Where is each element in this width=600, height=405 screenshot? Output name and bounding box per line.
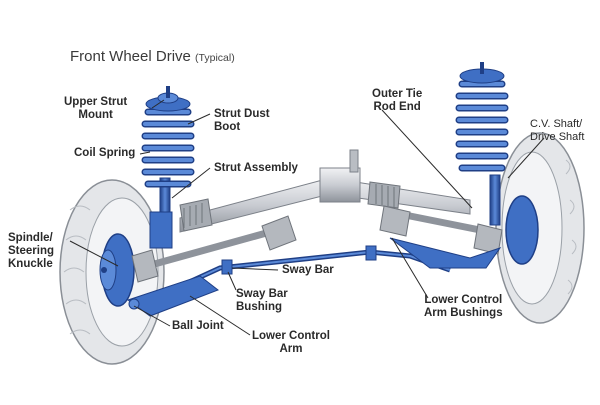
label-line: Coil Spring [74,147,136,159]
cv-shafts [131,205,503,283]
left-coil-spring [141,108,195,188]
subtitle-text: (Typical) [195,52,235,64]
label-strut-dust-boot: Strut Dust Boot [214,108,270,134]
label-ball-joint: Ball Joint [172,320,224,333]
label-line: Boot [214,121,241,133]
label-cv-shaft: C.V. Shaft/ Drive Shaft [530,118,584,144]
label-line: Drive Shaft [530,131,585,143]
right-tire [495,132,585,324]
label-line: Ball Joint [172,320,224,332]
label-lower-control-arm-bushings: Lower Control Arm Bushings [424,294,503,320]
label-lower-control-arm: Lower Control Arm [252,330,330,356]
right-coil-spring [455,80,509,172]
label-sway-bar-bushing: Sway Bar Bushing [236,288,288,314]
right-strut [455,62,509,226]
left-strut [141,86,195,249]
steering-rack [179,149,471,233]
label-line: Knuckle [8,258,53,270]
label-sway-bar: Sway Bar [282,264,334,277]
lower-control-arms [126,237,502,317]
label-line: Spindle/ [8,232,53,244]
label-line: Upper Strut [64,96,128,108]
label-line: Bushing [236,301,282,313]
diagram-title: Front Wheel Drive (Typical) [70,48,235,65]
label-line: C.V. Shaft/ [530,118,583,130]
left-hub [99,233,135,307]
label-line: Rod End [373,101,421,113]
label-line: Mount [78,109,113,121]
label-line: Lower Control [424,294,503,306]
label-line: Lower Control [252,330,330,342]
label-line: Strut Dust [214,108,270,120]
label-coil-spring: Coil Spring [74,147,135,160]
label-line: Sway Bar [282,264,334,276]
label-outer-tie-rod-end: Outer Tie Rod End [372,88,422,114]
leader-lines [69,99,545,336]
title-text: Front Wheel Drive [70,48,191,65]
label-line: Strut Assembly [214,162,298,174]
label-line: Steering [8,245,55,257]
label-line: Arm Bushings [424,307,503,319]
label-strut-assembly: Strut Assembly [214,162,298,175]
label-upper-strut-mount: Upper Strut Mount [64,96,127,122]
label-line: Arm [279,343,303,355]
label-line: Sway Bar [236,288,288,300]
right-hub [505,195,539,265]
label-line: Outer Tie [372,88,423,100]
label-spindle-steering-knuckle: Spindle/ Steering Knuckle [8,232,54,271]
